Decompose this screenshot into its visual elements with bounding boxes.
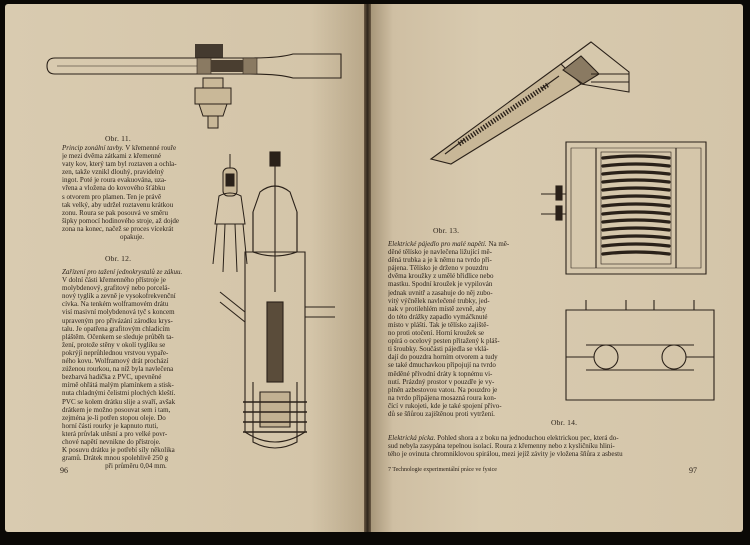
figure-11-caption: Obr. 11. (105, 134, 131, 143)
figure-furnace-top-view (541, 141, 707, 275)
figure-14-caption: Obr. 14. (551, 418, 578, 427)
figure-thermocouple-tube (212, 154, 248, 273)
crystal-pulling-paragraph: Zařízení pro tažení jednokrystalů ze zák… (62, 268, 210, 470)
page-number-left: 96 (60, 466, 68, 475)
paragraph-title: Elektrické pájedlo pro malé napětí. (388, 240, 487, 248)
book-spine (364, 4, 371, 532)
figure-12-caption: Obr. 12. (105, 254, 132, 263)
paragraph-title: Princip zonální tavby. (62, 144, 124, 152)
figure-13-caption: Obr. 13. (433, 226, 460, 235)
figure-crystal-puller (219, 151, 335, 449)
furnace-paragraph: Elektrická pícka. Pohled shora a z boku … (388, 434, 623, 459)
running-footer: 7 Technologie experimentální práce ve fy… (388, 467, 497, 473)
zone-melting-paragraph: Princip zonální tavby. V křemenné rouře … (62, 144, 180, 242)
figure-soldering-iron (429, 41, 630, 165)
right-page: Obr. 13. (371, 4, 743, 532)
soldering-iron-paragraph: Elektrické pájedlo pro malé napětí. Na m… (388, 240, 510, 418)
left-page: Obr. 11. Princip zonální tavby. V křemen… (5, 4, 364, 532)
page-number-right: 97 (689, 466, 697, 475)
paragraph-title: Zařízení pro tažení jednokrystalů ze zák… (62, 268, 183, 276)
figure-zone-melting (46, 44, 342, 129)
figure-furnace-side-view (565, 300, 715, 401)
paragraph-title: Elektrická pícka. (388, 434, 436, 442)
